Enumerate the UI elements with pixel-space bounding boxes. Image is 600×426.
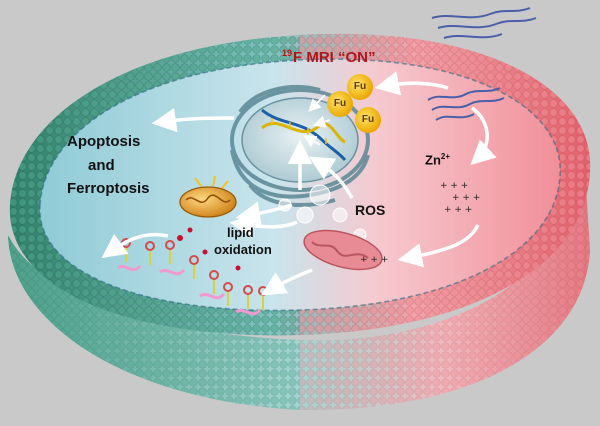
mri-signal-text: F MRI “ON”	[293, 49, 376, 66]
svg-text:+ + +: + + +	[444, 205, 472, 215]
fluorine-probe-label: Fu	[333, 98, 347, 109]
fluorine-probe-label: Fu	[361, 114, 375, 125]
fluorine-probe-label: Fu	[353, 81, 367, 92]
damaged-mitochondrion	[303, 229, 383, 271]
svg-text:+ + +: + + +	[452, 193, 480, 203]
cell-fate-line2: and	[88, 157, 115, 174]
zinc-symbol: Zn	[425, 152, 441, 168]
cell-membrane-lower-beads-right	[300, 170, 590, 411]
lipid-oxidation-line1: lipid	[227, 225, 254, 240]
mri-signal-title: 19F MRI “ON”	[282, 48, 376, 66]
lipid-oxidation-line2: oxidation	[214, 242, 272, 257]
cell-fate-line1: Apoptosis	[67, 133, 141, 150]
cell-fate-line3: Ferroptosis	[67, 180, 150, 197]
svg-text:+ + +: + + +	[440, 181, 468, 191]
zinc-ions: + + + + + + + + + + + +	[360, 181, 480, 265]
ros-label: ROS	[355, 202, 386, 218]
isotope-number: 19	[282, 48, 293, 58]
fluorine-probes	[327, 74, 381, 133]
zinc-charge: 2+	[440, 152, 451, 161]
pathway-arrows	[101, 71, 497, 296]
dna-damage-arrows	[303, 94, 331, 148]
polymer-strands-outside	[431, 7, 537, 39]
svg-text:+ + +: + + +	[360, 255, 388, 265]
zinc-ion-label: Zn2+	[425, 152, 450, 167]
mitochondrion	[179, 175, 237, 218]
polymer-strands-inside	[427, 87, 505, 121]
